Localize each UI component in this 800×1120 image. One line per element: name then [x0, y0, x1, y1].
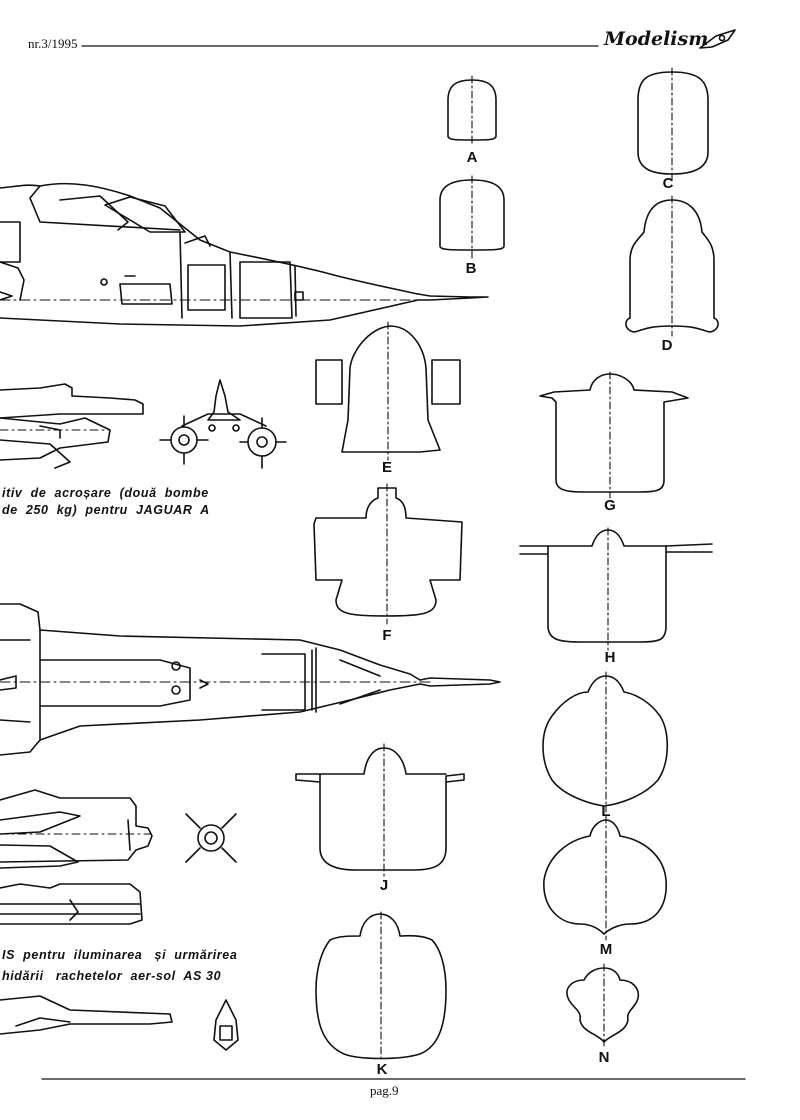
cross-section-B — [439, 179, 505, 251]
atlis-caption-line-1: IS pentru iluminarea și urmărirea — [2, 948, 238, 962]
cross-section-K — [315, 913, 447, 1060]
small-pod-drawing — [0, 995, 239, 1051]
cross-section-D — [625, 199, 719, 333]
section-label-L: L — [601, 803, 610, 820]
atlis-caption-line-2: hidării rachetelor aer-sol AS 30 — [2, 969, 222, 983]
section-label-B: B — [466, 260, 477, 277]
logo-jet-icon — [699, 29, 736, 49]
cross-section-C — [637, 71, 709, 175]
page-number: pag.9 — [370, 1083, 399, 1098]
fuselage-top-view — [0, 603, 501, 756]
cross-section-M — [543, 819, 667, 935]
laser-pod-drawing — [0, 789, 153, 925]
section-label-G: G — [604, 497, 616, 514]
cross-section-G — [539, 373, 689, 493]
cross-section-F — [313, 487, 463, 617]
section-label-N: N — [599, 1049, 610, 1066]
pod-front-view — [185, 813, 237, 863]
section-label-M: M — [600, 941, 613, 958]
cross-section-A — [447, 79, 497, 141]
section-label-J: J — [380, 877, 388, 894]
pylon-bombs-drawing — [0, 383, 144, 469]
section-label-K: K — [377, 1061, 388, 1078]
cross-section-L — [542, 675, 669, 807]
issue-number: nr.3/1995 — [28, 36, 78, 51]
pylon-caption-line-1: itiv de acroșare (două bombe — [2, 486, 209, 500]
section-label-H: H — [605, 649, 616, 666]
section-label-A: A — [467, 149, 478, 166]
section-label-F: F — [382, 627, 391, 644]
section-label-D: D — [662, 337, 673, 354]
pylon-caption-line-2: de 250 kg) pentru JAGUAR A — [2, 503, 210, 517]
cross-section-J — [295, 747, 465, 871]
cross-section-N — [566, 967, 640, 1043]
cross-section-H — [519, 529, 713, 643]
section-label-E: E — [382, 459, 392, 476]
fuselage-side-view — [0, 182, 489, 327]
section-label-C: C — [663, 175, 674, 192]
section-centrelines — [380, 67, 673, 1063]
pylon-front-view — [159, 379, 287, 469]
magazine-logo: Modelism — [604, 28, 709, 50]
cross-section-E — [315, 325, 461, 453]
